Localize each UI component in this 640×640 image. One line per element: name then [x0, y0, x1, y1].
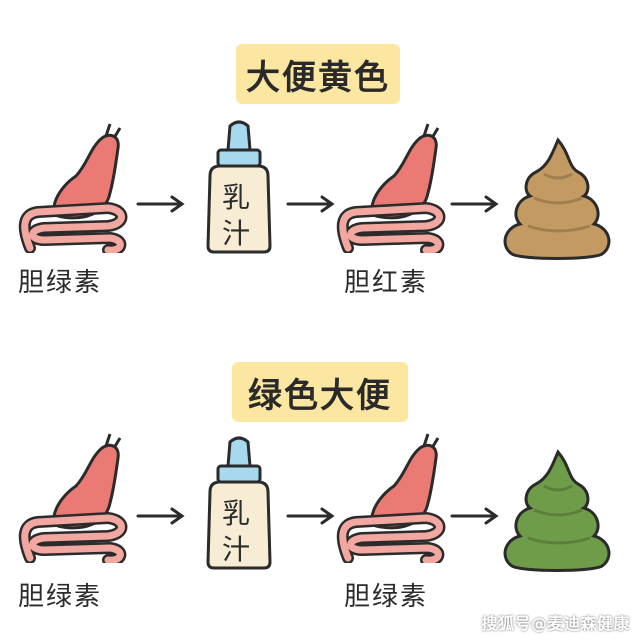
arrow-right-icon	[450, 507, 499, 525]
stomach-intestine-icon	[18, 433, 128, 563]
arrow-right-icon	[286, 195, 335, 213]
result-label: 胆红素	[344, 268, 429, 298]
watermark: 搜狐号@麦迪森健康	[481, 614, 630, 633]
milk-label-line2: 汁	[222, 533, 253, 566]
stomach-intestine-icon	[336, 433, 446, 563]
stomach-intestine-icon	[336, 123, 446, 253]
arrow-right-icon	[286, 507, 335, 525]
panel-yellow-stool: 大便黄色 胆绿素 乳 汁 胆红素	[18, 44, 611, 298]
arrow-right-icon	[136, 507, 185, 525]
source-label: 胆绿素	[18, 268, 103, 298]
arrow-right-icon	[136, 195, 185, 213]
source-label: 胆绿素	[18, 582, 103, 612]
stool-icon	[503, 137, 611, 260]
milk-label-line1: 乳	[222, 181, 253, 214]
stomach-intestine-icon	[18, 123, 128, 253]
milk-label-line2: 汁	[222, 217, 253, 250]
arrow-right-icon	[450, 195, 499, 213]
panel-green-stool: 绿色大便 胆绿素 乳 汁 胆绿素	[0, 320, 640, 640]
section-title: 绿色大便	[232, 362, 408, 422]
milk-bottle-icon	[206, 436, 272, 570]
stool-icon	[503, 449, 611, 572]
milk-bottle-icon	[206, 120, 272, 254]
result-label: 胆绿素	[344, 582, 429, 612]
section-title: 大便黄色	[236, 44, 400, 104]
milk-label-line1: 乳	[222, 497, 253, 530]
